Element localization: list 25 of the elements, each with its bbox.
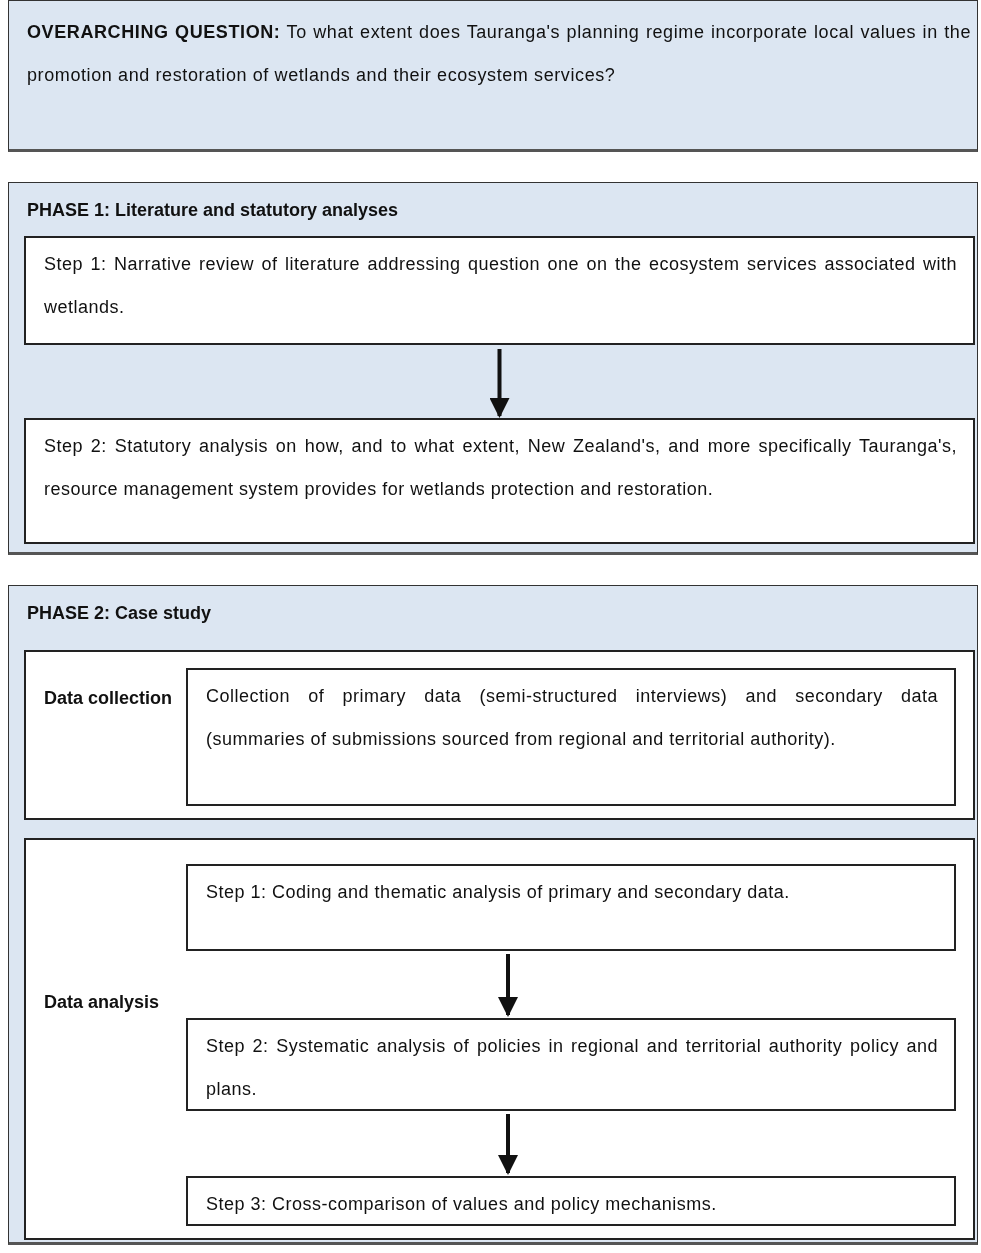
section-label: Data collection (44, 687, 174, 710)
arrow (489, 349, 510, 418)
step-box (24, 418, 975, 544)
section-label: Data analysis (44, 991, 161, 1014)
phase-heading: PHASE 1: Literature and statutory analyses (27, 199, 399, 222)
step-box (186, 668, 956, 806)
phase-panel (8, 585, 978, 1245)
step-text: Step 2: Statutory analysis on how, and to what extent, New Zealand's, and more specifically Tauranga's, resource management system provides for wetlands protection and restoration. (44, 435, 957, 501)
arrow (498, 954, 518, 1017)
section-box (24, 650, 975, 820)
question-box (8, 0, 978, 152)
step-box (186, 1018, 956, 1111)
step-box (24, 236, 975, 345)
arrow (498, 1114, 518, 1175)
phase-panel (8, 182, 978, 555)
question-text: OVERARCHING QUESTION: To what extent does Tauranga's planning regime incorporate local values in the promotion and restoration of wetlands and their ecosystem services? (27, 21, 971, 87)
step-text: Step 2: Systematic analysis of policies in regional and territorial authority policy and plans. (206, 1035, 938, 1101)
step-box (186, 864, 956, 951)
step-text: Step 3: Cross-comparison of values and policy mechanisms. (206, 1193, 718, 1216)
step-text: Collection of primary data (semi-structured interviews) and secondary data (summaries of submissions sourced from regional and territorial authority). (206, 685, 938, 751)
phase-heading: PHASE 2: Case study (27, 602, 212, 625)
step-text: Step 1: Coding and thematic analysis of primary and secondary data. (206, 881, 791, 904)
step-text: Step 1: Narrative review of literature addressing question one on the ecosystem services associated with wetlands. (44, 253, 957, 319)
step-box (186, 1176, 956, 1226)
section-box (24, 838, 975, 1240)
